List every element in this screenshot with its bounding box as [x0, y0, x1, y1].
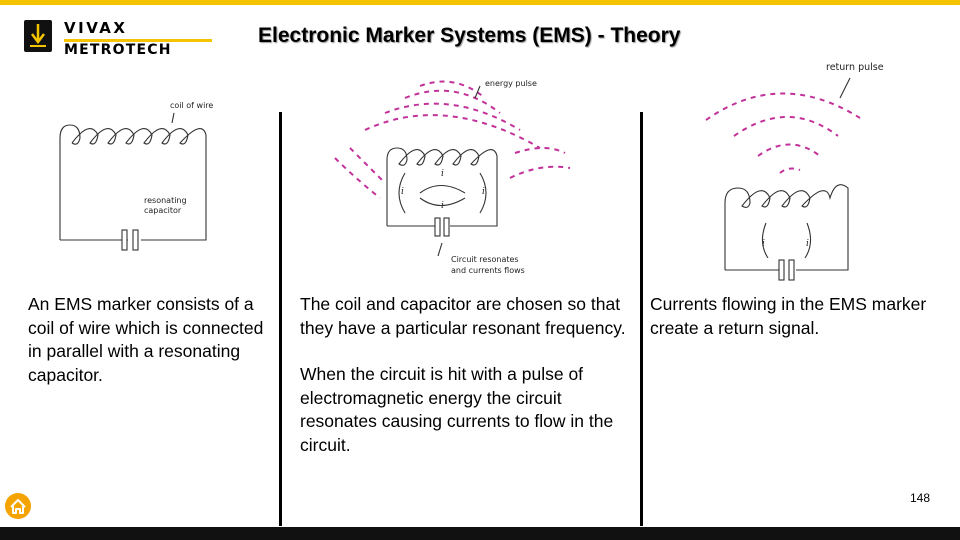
current-symbol-right: i	[482, 187, 485, 197]
label-coil-of-wire: coil of wire	[170, 101, 213, 110]
diagram-energy-pulse: i i i i energy pulse Circuit resonates a…	[334, 79, 571, 275]
logo-text-metrotech: METROTECH	[64, 42, 172, 58]
column-2-text: The coil and capacitor are chosen so tha…	[300, 293, 630, 457]
current-symbol-left: i	[762, 239, 765, 249]
column-3-text: Currents flowing in the EMS marker creat…	[650, 293, 950, 340]
column-1-text: An EMS marker consists of a coil of wire…	[28, 293, 268, 387]
vivax-metrotech-logo: VIVAX METROTECH	[24, 19, 216, 60]
column-3-paragraph: Currents flowing in the EMS marker creat…	[650, 294, 927, 338]
bottom-bar	[0, 527, 960, 540]
column-1-paragraph: An EMS marker consists of a coil of wire…	[28, 294, 264, 385]
label-currents-flows: and currents flows	[451, 266, 525, 275]
logo-mark-icon	[24, 20, 52, 52]
home-icon[interactable]	[4, 492, 32, 520]
column-2-paragraph-2: When the circuit is hit with a pulse of …	[300, 364, 614, 455]
label-circuit-resonates: Circuit resonates	[451, 255, 519, 264]
column-divider-1	[279, 112, 282, 526]
label-energy-pulse: energy pulse	[485, 79, 537, 88]
diagram-coil-capacitor: coil of wire resonating capacitor	[59, 101, 213, 251]
current-symbol-bottom: i	[441, 201, 444, 211]
current-symbol-left: i	[401, 187, 404, 197]
logo-text-vivax: VIVAX	[64, 19, 128, 37]
top-accent-bar	[0, 0, 960, 5]
label-resonating: resonating	[144, 196, 187, 205]
column-divider-2	[640, 112, 643, 526]
diagram-return-pulse: return pulse i i	[705, 62, 884, 281]
column-2-paragraph-1: The coil and capacitor are chosen so tha…	[300, 294, 626, 338]
logo-rule	[64, 39, 212, 42]
page-number: 148	[910, 491, 931, 505]
label-return-pulse: return pulse	[826, 62, 884, 73]
label-capacitor: capacitor	[144, 206, 182, 215]
slide-title: Electronic Marker Systems (EMS) - Theory	[258, 24, 681, 47]
current-symbol-top: i	[441, 169, 444, 179]
coil-wire	[59, 124, 81, 240]
current-symbol-right: i	[806, 239, 809, 249]
